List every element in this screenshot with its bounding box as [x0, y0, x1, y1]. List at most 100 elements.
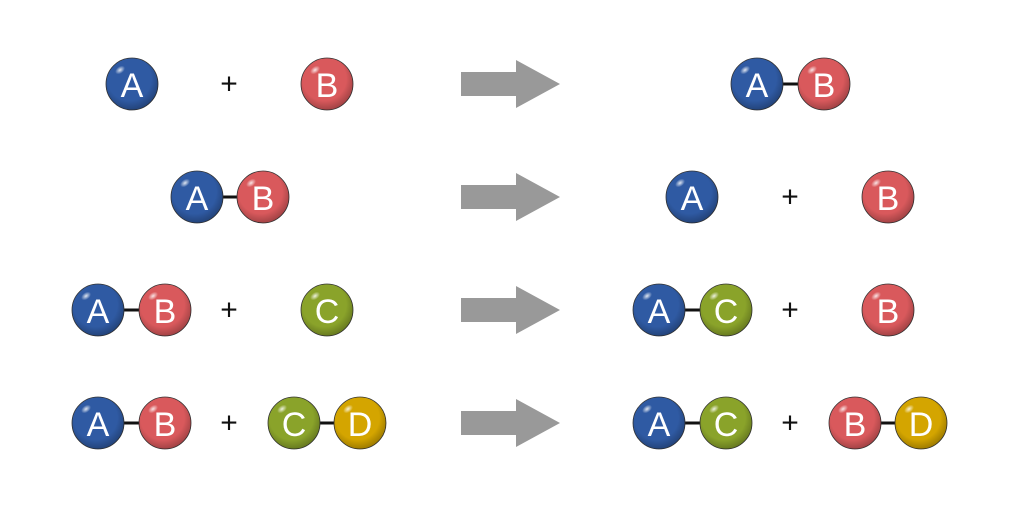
plus-sign: +	[781, 294, 799, 327]
atom-label: B	[154, 293, 177, 331]
sphere-highlight	[147, 401, 167, 419]
atom-a: A	[665, 170, 719, 224]
atom-b: B	[797, 57, 851, 111]
products: A B +	[665, 170, 915, 224]
atom-b: B	[236, 170, 290, 224]
sphere-highlight	[870, 175, 890, 193]
atom-c: C	[300, 283, 354, 337]
atom-label: B	[844, 406, 867, 444]
sphere-highlight	[903, 401, 923, 419]
sphere-highlight	[80, 288, 100, 306]
sphere-highlight	[870, 288, 890, 306]
sphere-highlight	[708, 288, 728, 306]
atom-label: A	[121, 67, 144, 105]
reaction-arrow-icon	[461, 399, 560, 447]
product-a: A	[665, 170, 719, 224]
atom-d: D	[894, 396, 948, 450]
atom-a: A	[632, 283, 686, 337]
sphere-highlight	[245, 175, 265, 193]
atom-label: A	[648, 293, 671, 331]
sphere-highlight	[641, 288, 661, 306]
reaction-arrow-icon	[461, 173, 560, 221]
product-b: B	[861, 283, 915, 337]
sphere-highlight	[309, 288, 329, 306]
sphere-highlight	[114, 62, 134, 80]
sphere-highlight	[806, 62, 826, 80]
atom-label: C	[282, 406, 307, 444]
reaction-arrow-icon	[461, 60, 560, 108]
atom-a: A	[170, 170, 224, 224]
atom-label: C	[714, 293, 739, 331]
atom-label: B	[877, 180, 900, 218]
atom-b: B	[138, 396, 192, 450]
atom-a: A	[632, 396, 686, 450]
sphere-highlight	[708, 401, 728, 419]
atom-a: A	[730, 57, 784, 111]
atom-label: B	[252, 180, 275, 218]
atom-a: A	[71, 283, 125, 337]
atom-label: B	[877, 293, 900, 331]
sphere-highlight	[641, 401, 661, 419]
atom-label: A	[746, 67, 769, 105]
atom-label: A	[87, 293, 110, 331]
atom-a: A	[71, 396, 125, 450]
plus-sign: +	[220, 407, 238, 440]
atom-label: A	[648, 406, 671, 444]
sphere-highlight	[179, 175, 199, 193]
atom-c: C	[699, 396, 753, 450]
atom-b: B	[861, 170, 915, 224]
sphere-highlight	[309, 62, 329, 80]
atom-label: C	[714, 406, 739, 444]
atom-label: A	[87, 406, 110, 444]
sphere-highlight	[276, 401, 296, 419]
atom-label: C	[315, 293, 340, 331]
sphere-highlight	[837, 401, 857, 419]
sphere-highlight	[674, 175, 694, 193]
reactant-a: A	[105, 57, 159, 111]
atom-label: A	[681, 180, 704, 218]
atom-label: B	[316, 67, 339, 105]
reactants: A B +	[105, 57, 354, 111]
atom-c: C	[267, 396, 321, 450]
sphere-highlight	[342, 401, 362, 419]
atom-b: B	[300, 57, 354, 111]
reactant-b: B	[300, 57, 354, 111]
plus-sign: +	[781, 181, 799, 214]
atom-b: B	[138, 283, 192, 337]
atom-label: D	[909, 406, 934, 444]
sphere-highlight	[739, 62, 759, 80]
reactant-c: C	[300, 283, 354, 337]
plus-sign: +	[220, 294, 238, 327]
atom-label: D	[348, 406, 373, 444]
plus-sign: +	[220, 68, 238, 101]
sphere-highlight	[147, 288, 167, 306]
atom-a: A	[105, 57, 159, 111]
plus-sign: +	[781, 407, 799, 440]
atom-b: B	[861, 283, 915, 337]
atom-c: C	[699, 283, 753, 337]
product-b: B	[861, 170, 915, 224]
atom-label: B	[813, 67, 836, 105]
sphere-highlight	[80, 401, 100, 419]
atom-d: D	[333, 396, 387, 450]
atom-b: B	[828, 396, 882, 450]
